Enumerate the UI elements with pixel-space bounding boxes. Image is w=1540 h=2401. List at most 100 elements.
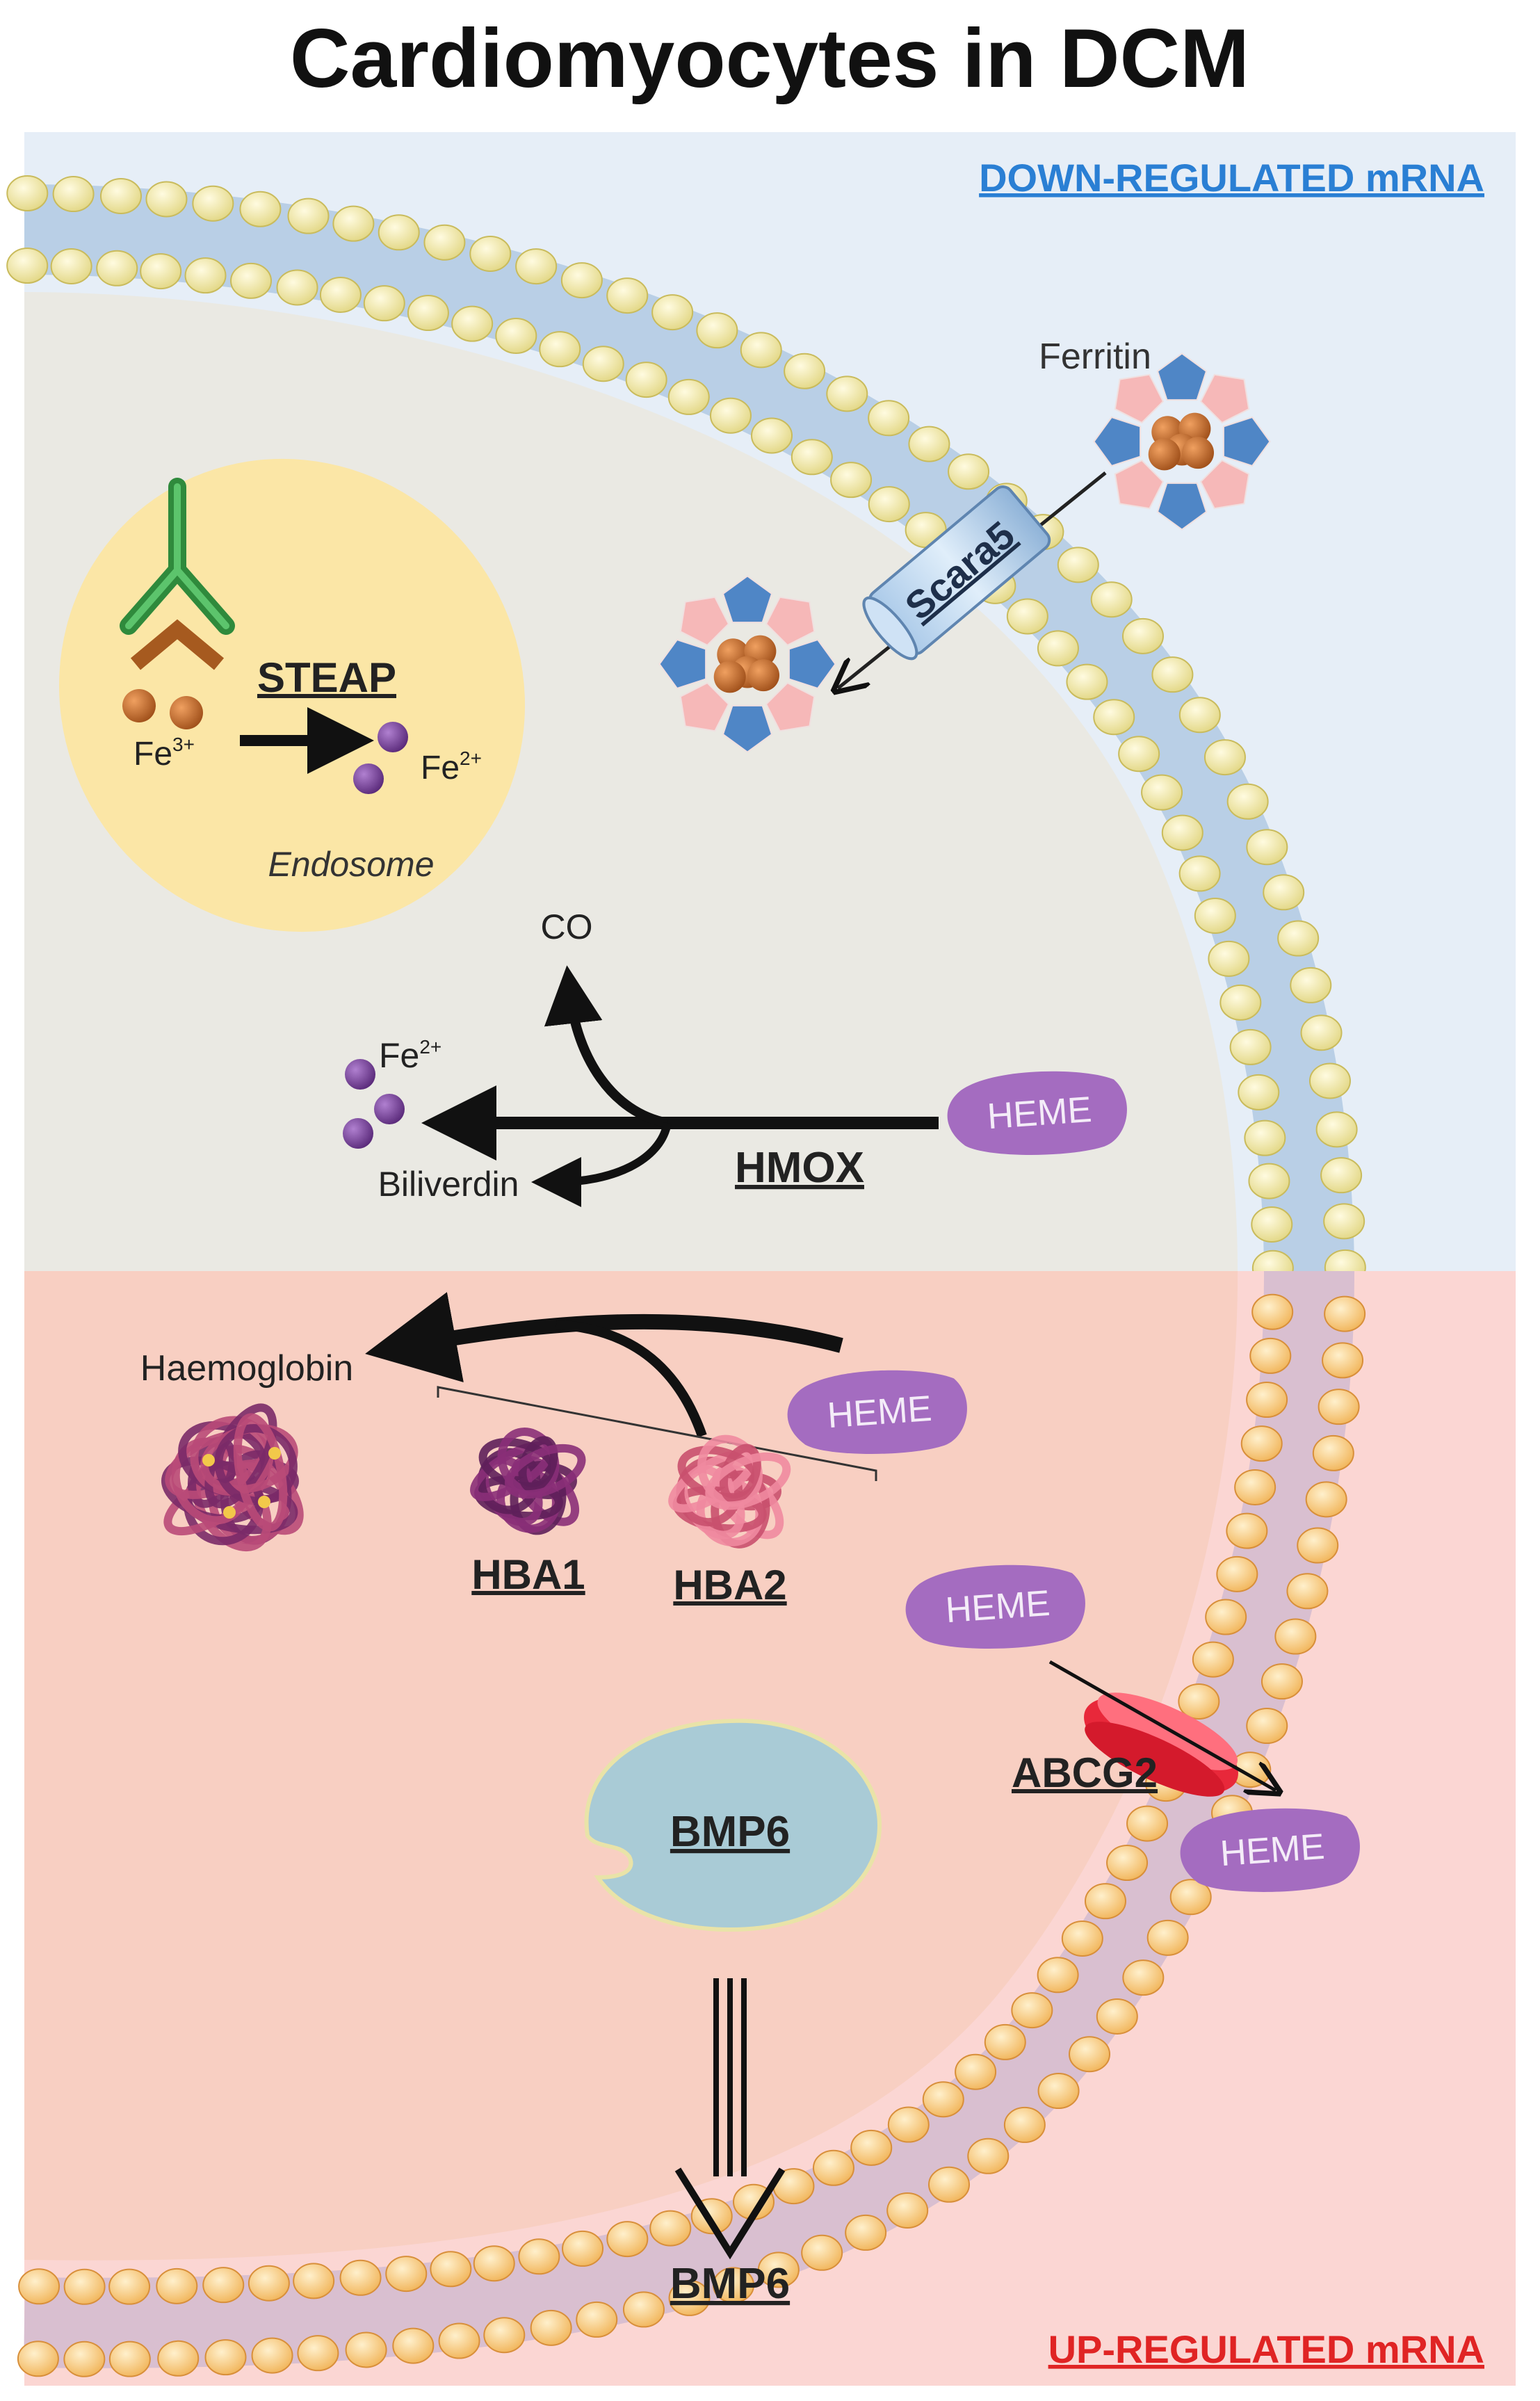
haemoglobin-label: Haemoglobin [140, 1348, 353, 1389]
lipid-head [1061, 1920, 1103, 1957]
lipid-head [1323, 1203, 1365, 1240]
haemoglobin-arrow [365, 1292, 843, 1382]
lipid-head [1037, 630, 1079, 667]
ferritin-outside: Ferritin [1039, 337, 1271, 531]
lipid-head [1297, 1527, 1339, 1564]
lipid-head [1084, 1883, 1126, 1920]
hmox-reaction: CO Fe2+ Biliverdin HMOX [343, 907, 939, 1207]
lipid-head [96, 250, 138, 286]
lipid-head [1122, 1959, 1165, 1996]
lipid-head [251, 2337, 293, 2374]
lipid-head [469, 235, 512, 272]
lipid-head [801, 2234, 843, 2271]
lipid-head [886, 2192, 929, 2229]
lipid-head [50, 248, 92, 285]
haemoglobin-assembly: Haemoglobin HBA1 HBA2 [140, 1292, 877, 1608]
lipid-head [1324, 1249, 1366, 1271]
lipid-head [451, 305, 494, 342]
heme-abcg2-out-pill: HEME [1180, 1808, 1360, 1892]
iron-ball-icon [170, 696, 203, 729]
lipid-head [438, 2322, 480, 2359]
heme-hmox-label: HEME [986, 1090, 1093, 1137]
lipid-head [1320, 1157, 1363, 1194]
lipid-head [1037, 2073, 1080, 2110]
bmp6-vesicle: BMP6 [584, 1718, 882, 1932]
lipid-head [1238, 1074, 1280, 1110]
lipid-head [830, 462, 873, 499]
lipid-head [63, 2341, 106, 2377]
lipid-head [1274, 1618, 1317, 1655]
lipid-head [845, 2214, 887, 2251]
heme-abcg2-out-label: HEME [1219, 1827, 1326, 1874]
heme-hmox-pill: HEME [947, 1071, 1127, 1155]
lipid-head [1251, 1206, 1293, 1243]
heme-haemoglobin-pill: HEME [787, 1370, 967, 1454]
lipid-head [18, 2268, 60, 2305]
lipid-head [812, 2149, 854, 2186]
lipid-head [319, 276, 362, 313]
lipid-head [495, 318, 537, 355]
lipid-head [1037, 1957, 1079, 1994]
heme-abcg2-in-label: HEME [944, 1583, 1051, 1631]
lipid-head [473, 2245, 515, 2282]
lipid-head [757, 2252, 800, 2288]
ferrous-ball-icon [374, 1094, 405, 1124]
lipid-head [276, 269, 318, 306]
lipid-head [407, 295, 449, 332]
ferrous-ball-icon [343, 1118, 373, 1149]
lipid-head [363, 285, 405, 322]
lipid-head [922, 2081, 964, 2118]
haemoglobin-icon [161, 1403, 304, 1552]
lipid-head [1178, 855, 1221, 892]
lipid-head [868, 400, 910, 437]
bmp6-secretion-arrow [674, 1978, 786, 2260]
lipid-head [1106, 1845, 1149, 1882]
lipid-head [1246, 1382, 1288, 1418]
lipid-head [826, 375, 868, 412]
lipid-head [928, 2166, 971, 2203]
ferrous-ball-icon [378, 722, 408, 752]
lipid-head [850, 2129, 893, 2166]
lipid-head [63, 2268, 106, 2305]
lipid-head [606, 2221, 649, 2258]
lipid-head [518, 2238, 560, 2275]
lipid-head [1318, 1389, 1360, 1425]
lipid-head [649, 2210, 692, 2247]
lipid-head [1006, 598, 1048, 635]
hba1-protein-icon [470, 1428, 586, 1535]
lipid-head [108, 2268, 151, 2305]
lipid-head [6, 248, 49, 284]
lipid-head [1066, 663, 1108, 700]
lipid-head [1308, 1062, 1351, 1099]
lipid-head [955, 2053, 997, 2090]
bmp6-inner-label: BMP6 [670, 1808, 790, 1856]
lipid-head [1251, 1293, 1294, 1330]
lipid-head [515, 248, 558, 285]
ferritin-inside [658, 575, 836, 753]
lipid-head [345, 2331, 387, 2368]
iron-ball-icon [122, 689, 156, 722]
lipid-head [192, 185, 234, 222]
lipid-head [1305, 1481, 1347, 1518]
lipid-head [1277, 920, 1320, 957]
lipid-head [145, 181, 188, 218]
lipid-head [1003, 2106, 1046, 2143]
lipid-head [157, 2340, 200, 2377]
lipid-head [297, 2335, 339, 2372]
lipid-head [339, 2259, 382, 2296]
heme-haemoglobin-label: HEME [826, 1389, 933, 1436]
lipid-head [1240, 1425, 1283, 1462]
lipid-head [1208, 940, 1250, 977]
lipid-head [1246, 1708, 1288, 1745]
hba2-protein-icon [668, 1434, 791, 1549]
lipid-head [1244, 1119, 1286, 1156]
lipid-head [784, 353, 826, 389]
lipid-head [1203, 739, 1246, 776]
lipid-head [1261, 1663, 1303, 1700]
lipid-head [1118, 736, 1160, 773]
lipid-head [156, 2267, 198, 2304]
heme-abcg2-in-pill: HEME [905, 1565, 1085, 1649]
hba1-label: HBA1 [471, 1551, 585, 1598]
lipid-head [1146, 1919, 1189, 1956]
lipid-head [1300, 1014, 1343, 1051]
